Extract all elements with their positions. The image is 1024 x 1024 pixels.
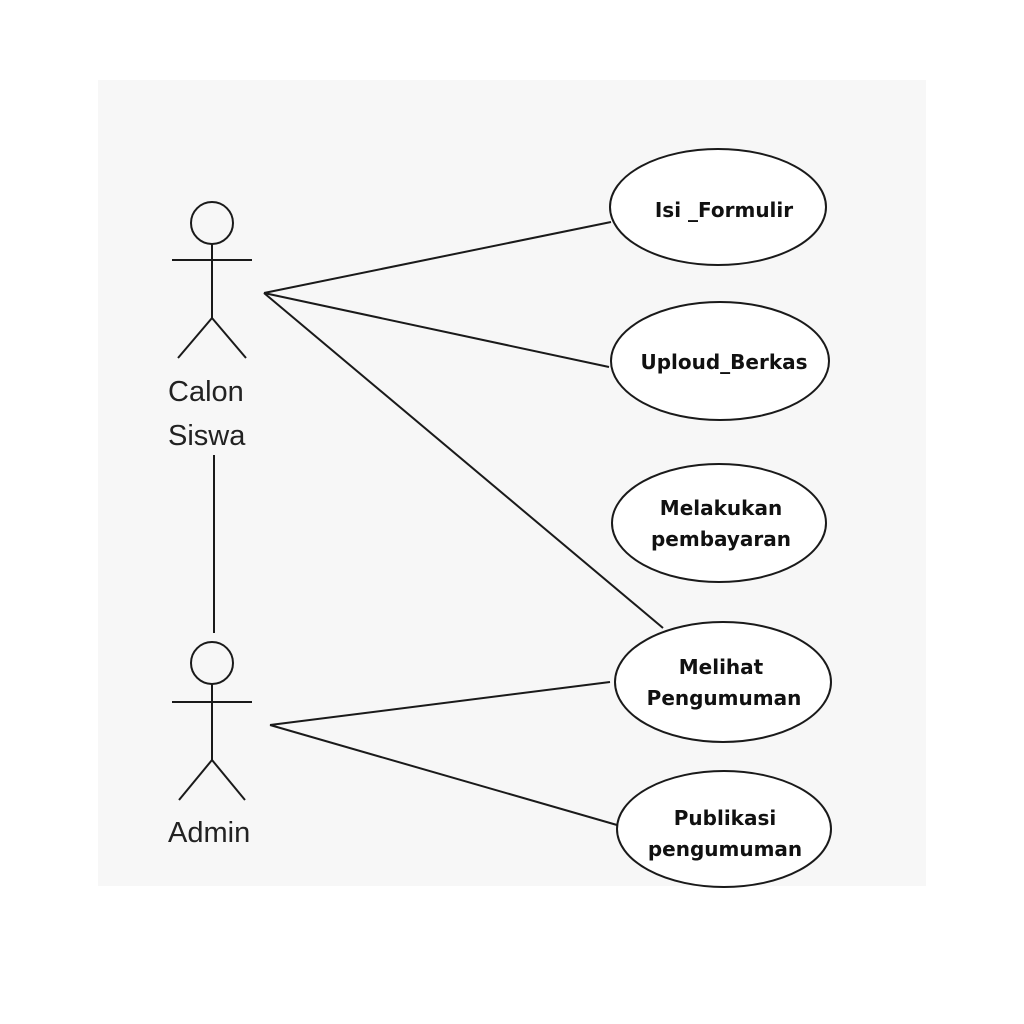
use-case-label: Uploud_Berkas bbox=[640, 350, 807, 374]
use-case-label-line1: Melihat bbox=[679, 655, 764, 679]
use-case-melihat-pengumuman: Melihat Pengumuman bbox=[614, 621, 832, 743]
use-case-ellipse bbox=[610, 301, 830, 421]
use-case-ellipse bbox=[616, 770, 832, 888]
use-case-ellipse bbox=[609, 148, 827, 266]
actor-left-leg bbox=[178, 759, 213, 801]
use-case-label-line1: Melakukan bbox=[660, 496, 782, 520]
use-case-publikasi-pengumuman: Publikasi pengumuman bbox=[616, 770, 832, 888]
actor-admin: Admin bbox=[168, 641, 252, 849]
association-admin-melihat-pengumuman bbox=[269, 681, 611, 726]
actor-right-leg bbox=[211, 759, 246, 801]
association-calon-siswa-uploud-berkas bbox=[263, 292, 610, 368]
actor-label-calon-siswa-line1: Calon bbox=[168, 376, 244, 408]
use-case-melakukan-pembayaran: Melakukan pembayaran bbox=[611, 463, 827, 583]
use-case-label-line2: Pengumuman bbox=[647, 686, 802, 710]
use-case-label-line2: pembayaran bbox=[651, 527, 791, 551]
use-case-label-line2: pengumuman bbox=[648, 837, 802, 861]
use-case-ellipse bbox=[614, 621, 832, 743]
actor-head bbox=[190, 641, 234, 685]
associations bbox=[213, 221, 664, 826]
use-case-ellipse bbox=[611, 463, 827, 583]
actor-label-admin: Admin bbox=[168, 817, 250, 849]
use-case-label: Isi _Formulir bbox=[655, 198, 793, 222]
association-admin-publikasi-pengumuman bbox=[269, 724, 618, 826]
association-calon-siswa-melihat-pengumuman bbox=[263, 292, 664, 629]
association-calon-siswa-isi-formulir bbox=[263, 221, 612, 294]
use-case-label-line1: Publikasi bbox=[674, 806, 776, 830]
actor-head bbox=[190, 201, 234, 245]
actor-left-leg bbox=[177, 317, 213, 359]
actor-label-calon-siswa-line2: Siswa bbox=[168, 420, 246, 452]
actor-right-leg bbox=[211, 317, 247, 359]
use-case-uploud-berkas: Uploud_Berkas bbox=[610, 301, 830, 421]
use-case-isi-formulir: Isi _Formulir bbox=[609, 148, 827, 266]
actor-calon-siswa: Calon Siswa bbox=[168, 201, 252, 452]
